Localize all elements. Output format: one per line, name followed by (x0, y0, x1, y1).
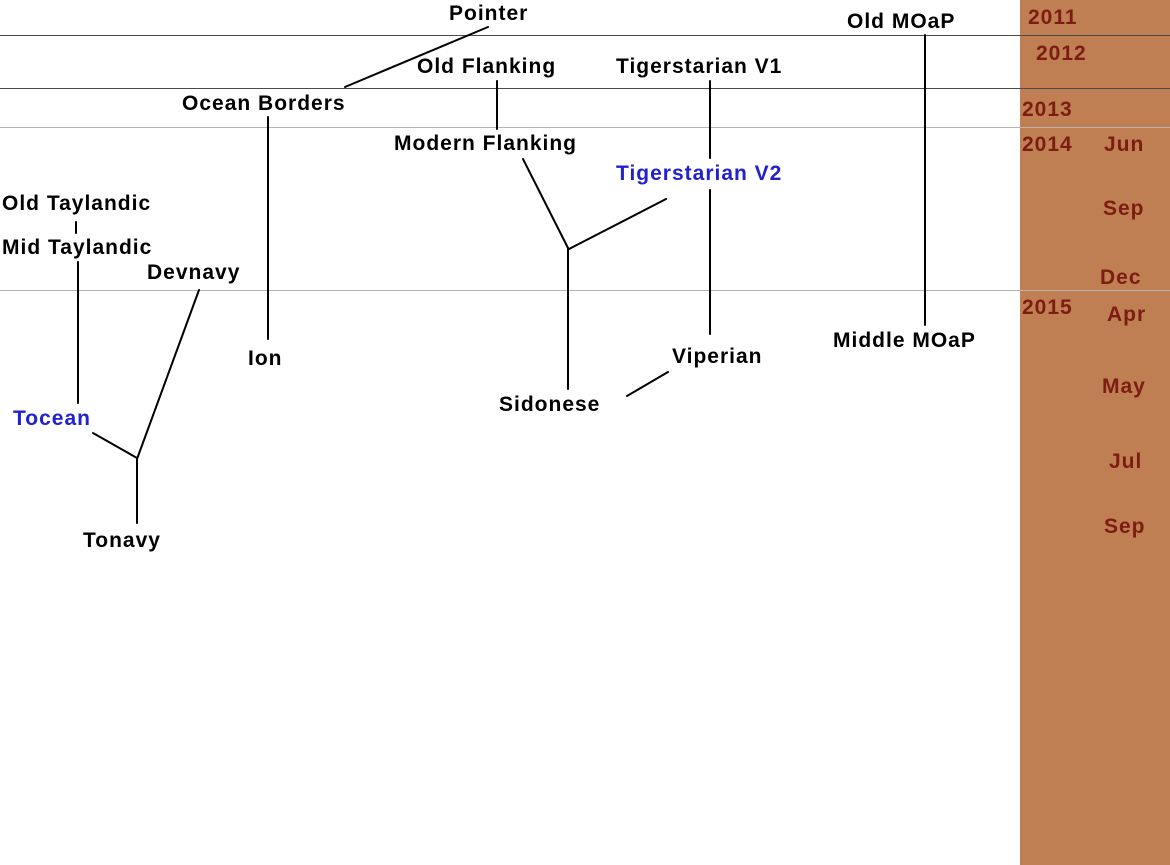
month-label-may: May (1102, 375, 1146, 398)
year-label-2012: 2012 (1036, 42, 1087, 65)
node-old-moap: Old MOaP (847, 10, 956, 33)
gridline-2011-2012 (0, 35, 1170, 36)
year-label-2013: 2013 (1022, 98, 1073, 121)
year-label-2014: 2014 (1022, 133, 1073, 156)
node-mid-taylandic: Mid Taylandic (2, 236, 153, 259)
edge-devnavy-junction (136, 289, 200, 460)
gridline-2012-2013 (0, 88, 1170, 89)
edge-sidonese-viperian (626, 371, 669, 397)
node-old-taylandic: Old Taylandic (2, 192, 152, 215)
edge-pointer-ocean-borders (344, 26, 489, 88)
node-ocean-borders: Ocean Borders (182, 92, 346, 115)
node-tigerstarian-v1: Tigerstarian V1 (616, 55, 783, 78)
year-label-2015: 2015 (1022, 296, 1073, 319)
month-label-jun: Jun (1104, 133, 1145, 156)
node-old-flanking: Old Flanking (417, 55, 557, 78)
node-viperian: Viperian (672, 345, 763, 368)
node-middle-moap: Middle MOaP (833, 329, 976, 352)
month-label-sep2: Sep (1104, 515, 1146, 538)
gridline-2013-2014 (0, 127, 1170, 128)
gridline-2014-2015 (0, 290, 1170, 291)
month-label-jul: Jul (1109, 450, 1143, 473)
node-tonavy: Tonavy (83, 529, 161, 552)
timeline-sidebar (1020, 0, 1170, 865)
node-modern-flanking: Modern Flanking (394, 132, 577, 155)
node-pointer: Pointer (449, 2, 529, 25)
month-label-dec: Dec (1100, 266, 1142, 289)
edge-modern-flanking-junction (522, 158, 569, 249)
node-tocean: Tocean (13, 407, 91, 430)
node-tigerstarian-v2: Tigerstarian V2 (616, 162, 783, 185)
month-label-apr: Apr (1107, 303, 1147, 326)
node-ion: Ion (248, 347, 283, 370)
edge-tocean-junction (92, 432, 138, 459)
year-label-2011: 2011 (1028, 6, 1078, 29)
edge-tigerstarian-v2-junction (568, 198, 667, 250)
node-devnavy: Devnavy (147, 261, 241, 284)
node-sidonese: Sidonese (499, 393, 601, 416)
month-label-sep: Sep (1103, 197, 1145, 220)
